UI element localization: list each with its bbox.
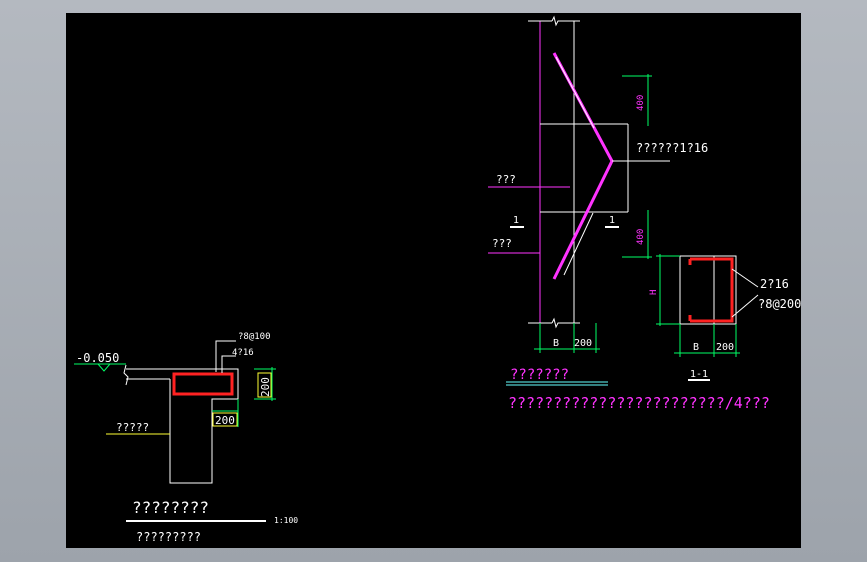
bent-rebar-guide — [555, 56, 595, 129]
elevation-label: -0.050 — [76, 351, 119, 365]
break-top-icon — [528, 15, 580, 27]
section-outline — [679, 255, 737, 325]
sec-dim-200: 200 — [716, 342, 734, 353]
rebar-stirrup — [172, 372, 234, 396]
dim-width-value: 200 — [215, 414, 235, 427]
stirrup-note-leader — [731, 294, 759, 318]
left-title: ???????? — [132, 498, 209, 517]
section-1-1: H 2?16 ?8@200 B 200 1-1 — [649, 254, 801, 381]
section-mark-right: 1 — [609, 215, 615, 226]
lower-dim-value: 400 — [636, 229, 646, 245]
label-top: ??? — [496, 173, 516, 186]
dim-height-value: 200 — [259, 377, 272, 397]
rebar-note: ??????1?16 — [636, 141, 708, 155]
section-mark-left: 1 — [513, 215, 519, 226]
break-symbol-icon — [123, 364, 129, 386]
section-mark: 1-1 — [690, 369, 708, 380]
h-dim-value: H — [649, 290, 659, 295]
sec-dim-b: B — [693, 342, 699, 353]
foundation-outline — [169, 368, 239, 484]
left-scale: 1:100 — [274, 516, 298, 525]
label-bottom: ??? — [492, 237, 512, 250]
stirrup-leader — [215, 340, 236, 372]
bent-rebar — [552, 52, 614, 280]
dim-height-box — [257, 372, 272, 398]
bottom-dim-b: B — [553, 338, 559, 349]
right-elevation: 400 400 ??????1?16 ??? ??? 1 1 B 200 — [488, 15, 708, 353]
break-bottom-icon — [528, 317, 580, 329]
cad-viewport[interactable]: -0.050 ?8@100 4?16 200 200 ????? ???????… — [66, 13, 801, 548]
bar-note-leader — [731, 268, 759, 288]
notes-heading: ??????? — [510, 367, 569, 383]
bottom-dim-200: 200 — [574, 338, 592, 349]
wall-label: ????? — [116, 421, 149, 434]
elevation-triangle-icon — [96, 363, 112, 372]
bar-leader — [221, 355, 236, 373]
notes-line: ????????????????????????/4??? — [508, 394, 770, 412]
top-bar-annotation: 4?16 — [232, 348, 254, 358]
dim-width-box — [212, 412, 238, 427]
section-rebar — [690, 257, 734, 323]
notes: ??????? ????????????????????????/4??? — [506, 367, 770, 412]
bar-note: 2?16 — [760, 277, 789, 291]
stirrup-annotation: ?8@100 — [238, 332, 271, 342]
stirrup-note: ?8@200 — [758, 297, 801, 311]
left-subtitle: ????????? — [136, 530, 201, 544]
cad-drawing: -0.050 ?8@100 4?16 200 200 ????? ???????… — [74, 15, 801, 544]
left-section-detail: -0.050 ?8@100 4?16 200 200 ????? ???????… — [74, 332, 298, 544]
bent-rebar-guide-lower — [563, 212, 594, 276]
upper-dim-value: 400 — [636, 95, 646, 111]
